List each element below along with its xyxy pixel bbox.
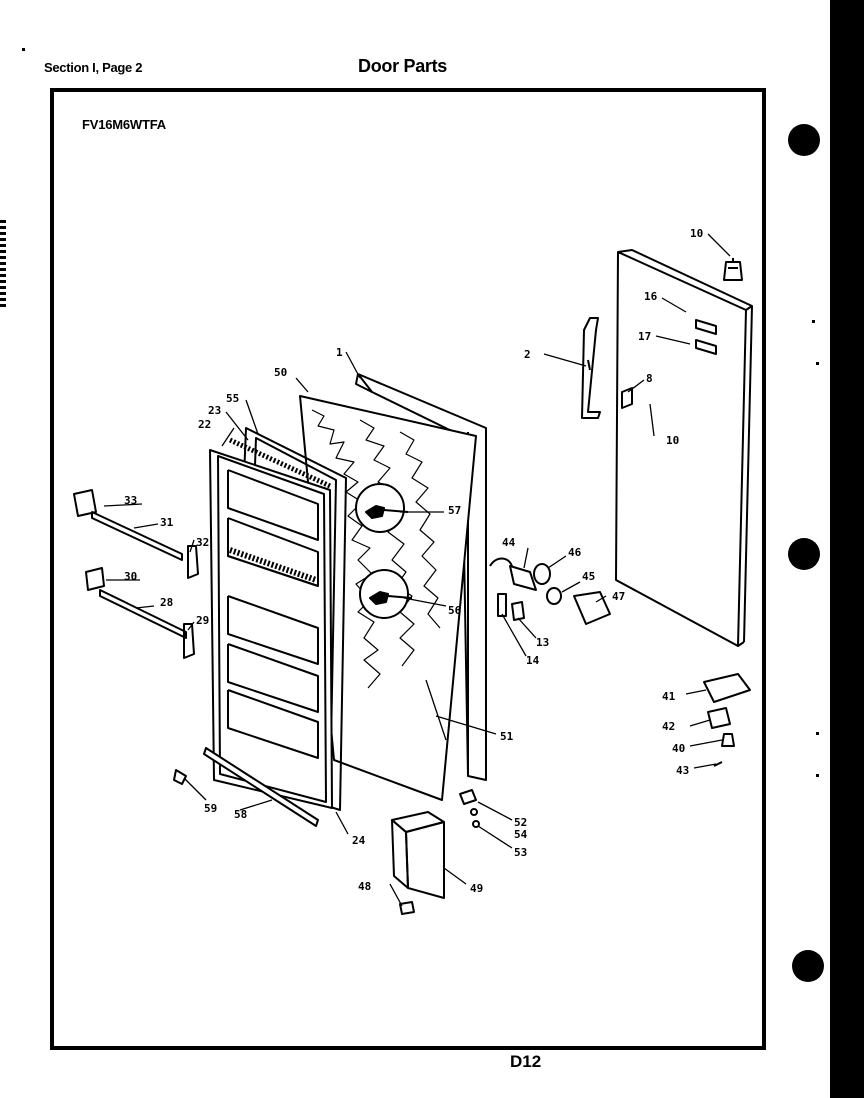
callout-57: 57: [448, 504, 461, 517]
detail-circle-57: [355, 483, 409, 533]
callout-53: 53: [514, 846, 527, 859]
outer-door-panel: [615, 249, 753, 647]
model-number: FV16M6WTFA: [82, 117, 166, 132]
leader-lines: [103, 233, 731, 907]
page-title: Door Parts: [358, 56, 448, 76]
callout-16: 16: [644, 290, 658, 303]
callout-50: 50: [274, 366, 287, 379]
door-brace-bracket: [391, 811, 445, 915]
callout-44: 44: [502, 536, 516, 549]
callout-28: 28: [160, 596, 173, 609]
callout-51: 51: [500, 730, 514, 743]
callout-58: 58: [234, 808, 247, 821]
callout-41: 41: [662, 690, 676, 703]
callout-29: 29: [196, 614, 209, 627]
callout-40: 40: [672, 742, 685, 755]
callout-45: 45: [582, 570, 595, 583]
callout-23: 23: [208, 404, 221, 417]
callout-31: 31: [160, 516, 174, 529]
scan-speck: [816, 774, 819, 777]
callout-13: 13: [536, 636, 549, 649]
shelf-rail-lower: [85, 567, 195, 659]
binder-hole-top: [788, 124, 820, 156]
binder-hole-middle: [788, 538, 820, 570]
callout-52: 52: [514, 816, 527, 829]
callout-54: 54: [514, 828, 528, 841]
scan-speck: [812, 320, 815, 323]
callout-48: 48: [358, 880, 371, 893]
scan-speck: [816, 732, 819, 735]
callout-46: 46: [568, 546, 582, 559]
callout-43: 43: [676, 764, 689, 777]
callout-14: 14: [526, 654, 540, 667]
callout-1: 1: [336, 346, 343, 359]
callout-55: 55: [226, 392, 239, 405]
callout-10-top: 10: [690, 227, 703, 240]
callout-33: 33: [124, 494, 137, 507]
detail-circle-56: [359, 569, 413, 619]
callout-30: 30: [124, 570, 137, 583]
callout-24: 24: [352, 834, 366, 847]
handle-latch-group: [489, 557, 611, 625]
callout-22: 22: [198, 418, 211, 431]
hinge-screw-group: [459, 789, 480, 828]
callout-17: 17: [638, 330, 651, 343]
callout-56: 56: [448, 604, 462, 617]
callout-labels: 10 16 17 2 8 10 1 50 55 23 22 33 31 32 3…: [124, 227, 703, 895]
section-label: Section I, Page 2: [44, 60, 143, 75]
binder-hole-bottom: [792, 950, 824, 982]
inner-door-liner: [209, 437, 333, 809]
scan-speck: [816, 362, 819, 365]
shelf-rail-upper: [73, 489, 199, 579]
callout-10-mid: 10: [666, 434, 679, 447]
page-number: D12: [506, 1052, 546, 1072]
callout-8: 8: [646, 372, 653, 385]
scan-border-right: [830, 0, 864, 1098]
bottom-hinge-group: [703, 673, 751, 767]
callout-47: 47: [612, 590, 625, 603]
bottom-trim: [173, 747, 319, 827]
scan-speck: [22, 48, 25, 51]
callout-49: 49: [470, 882, 483, 895]
diagram-frame: [50, 88, 766, 1050]
callout-42: 42: [662, 720, 675, 733]
door-stop-bracket: [581, 317, 601, 419]
callout-32: 32: [196, 536, 209, 549]
top-hinge-bushing: [723, 258, 743, 281]
callout-59: 59: [204, 802, 217, 815]
scan-mark-left: [0, 220, 6, 310]
callout-2: 2: [524, 348, 531, 361]
